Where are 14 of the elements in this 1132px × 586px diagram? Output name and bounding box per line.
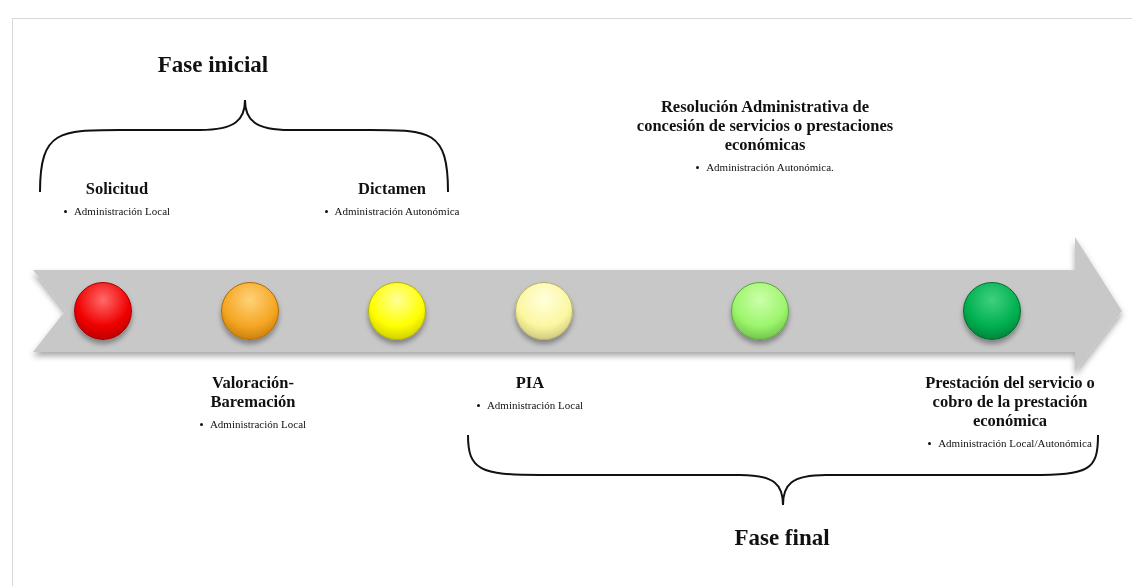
bullet-item: Administración Local	[476, 399, 584, 412]
step-title: Prestación del servicio o cobro de la prestación económica	[924, 373, 1096, 430]
bullet-item: Administración Autonómica.	[696, 161, 834, 174]
step-title: Solicitud	[85, 179, 149, 198]
step-title: Valoración-Baremación	[209, 373, 297, 411]
bullet-item: Administración Local	[63, 205, 171, 218]
step-title: PIA	[515, 373, 545, 392]
step-title: Resolución Administrativa de concesión de servicios o prestaciones económicas	[635, 97, 895, 154]
phase-label: Fase final	[734, 525, 830, 551]
step-title: Dictamen	[358, 179, 426, 198]
phase-label: Fase inicial	[157, 52, 269, 78]
bullet-item: Administración Autonómica	[324, 205, 460, 218]
bullet-item: Administración Local	[199, 418, 307, 431]
bullet-item: Administración Local/Autonómica	[928, 437, 1092, 450]
